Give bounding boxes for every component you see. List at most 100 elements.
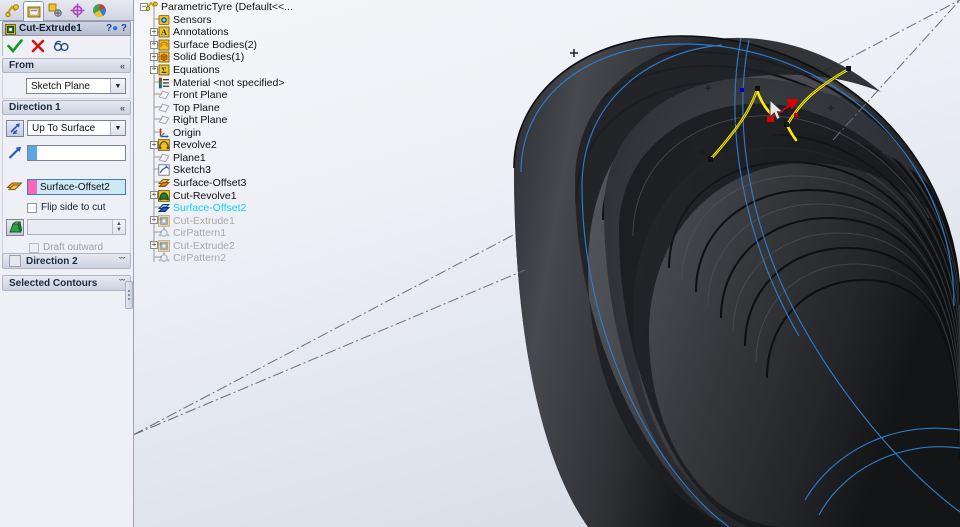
tree-node[interactable]: Top Plane [158,101,220,114]
detailed-preview-button[interactable] [53,39,69,53]
direction2-enable-checkbox[interactable] [9,255,21,267]
tree-node[interactable]: Origin [158,127,201,140]
tree-node[interactable]: Front Plane [158,89,227,102]
tree-node[interactable]: Revolve2 [158,139,217,152]
surface-offset-blue-icon [157,202,171,214]
direction-vector-select[interactable] [27,145,126,161]
draft-outward-checkbox[interactable] [29,242,39,253]
svg-text:A: A [161,27,168,37]
draft-angle-input[interactable]: ▲▼ [27,219,126,235]
chevron-down-icon[interactable]: ▼ [110,79,125,93]
tree-node-label: CirPattern1 [173,227,227,240]
selected-sketch-curve-cores [709,68,850,161]
tree-node[interactable]: Surface-Offset3 [157,176,247,190]
tree-node[interactable]: Sensors [158,14,212,27]
part-icon [145,1,158,13]
plane-icon [158,102,170,114]
tree-node-label: Cut-Extrude2 [173,239,235,252]
group-direction1-header[interactable]: Direction 1 « [2,100,131,115]
face-reference-select[interactable]: Surface-Offset2 [27,179,126,195]
equations-icon: Σ [158,64,170,76]
draft-outward-row[interactable]: Draft outward [29,242,103,253]
tree-node[interactable]: Sketch3 [158,164,211,177]
help-icon[interactable]: ?● ? [105,23,127,34]
tree-expand-icon[interactable]: + [150,140,158,150]
chevron-double-down-icon[interactable]: ˇˇ [119,278,125,288]
tree-expand-icon[interactable]: + [150,240,158,250]
face-plane-reference-icon [6,182,23,190]
plane-icon [158,89,170,101]
tab-configuration-manager[interactable] [45,1,66,20]
tree-icon [5,4,19,18]
tree-node[interactable]: Material <not specified> [158,76,284,89]
tree-node[interactable]: CirPattern1 [158,227,226,240]
chevron-up-icon[interactable]: « [119,103,125,113]
face-reference-color-swatch [28,180,37,194]
tab-property-manager[interactable] [23,1,44,21]
ok-button[interactable] [7,39,23,53]
tree-node[interactable]: Plane1 [158,152,206,165]
tree-node-label: Top Plane [173,101,220,114]
tab-feature-manager[interactable] [2,1,23,20]
tab-display-manager[interactable] [89,1,110,20]
tree-node[interactable]: Cut-Extrude2 [158,239,235,252]
draft-angle-button[interactable] [6,219,24,236]
tree-node-label: Front Plane [173,89,228,102]
tree-node[interactable]: Surface Bodies(2) [158,39,257,52]
tree-node-label: Annotations [173,26,229,39]
group-selected-contours[interactable]: Selected Contours ˇˇ [2,275,131,291]
tree-node[interactable]: Right Plane [158,114,227,127]
mouse-pointer [769,98,784,121]
chevron-down-icon[interactable]: ▼ [110,121,125,135]
tree-expand-icon[interactable]: + [150,215,158,225]
chevron-up-icon[interactable]: « [119,61,125,71]
group-direction2[interactable]: Direction 2 ˇˇ [2,253,131,269]
tree-node[interactable]: Cut-Revolve1 [158,189,237,202]
flip-side-to-cut-row[interactable]: Flip side to cut [27,202,105,213]
face-reference-value: Surface-Offset2 [40,181,110,193]
cancel-button[interactable] [31,39,45,53]
panel-splitter-handle[interactable] [125,281,133,309]
flip-side-to-cut-label: Flip side to cut [41,202,106,213]
surface-offset-icon [157,177,171,189]
group-from-header[interactable]: From « [2,58,131,73]
construction-markers [570,49,578,57]
chevron-double-down-icon[interactable]: ˇˇ [119,256,125,266]
group-direction2-title: Direction 2 [26,255,78,267]
sketch-endpoint [846,66,851,71]
tree-node[interactable]: CirPattern2 [158,252,226,265]
origin-icon [158,127,170,139]
tyre-solid-body [513,35,960,527]
tab-dimxpert-manager[interactable] [67,1,88,20]
flip-side-to-cut-checkbox[interactable] [27,202,37,213]
tree-node[interactable]: Cut-Extrude1 [158,214,235,227]
tree-node[interactable]: Solid Bodies(1) [158,51,244,64]
direction-point [794,113,798,117]
tree-expand-icon[interactable]: + [150,52,158,62]
group-from-title: From [9,60,34,71]
sketch-points [708,66,851,162]
end-condition-combo[interactable]: Up To Surface ▼ [27,120,126,136]
tree-expand-icon[interactable]: + [150,27,158,37]
tree-node[interactable]: A Annotations [158,26,228,39]
from-condition-combo[interactable]: Sketch Plane ▼ [26,78,126,94]
tree-node[interactable]: Surface-Offset2 [157,202,247,215]
property-manager-header: Cut-Extrude1 ?● ? [2,21,131,36]
tree-node-label: Surface-Offset3 [173,176,247,189]
spinner-arrows[interactable]: ▲▼ [112,220,125,234]
tree-node-label: Plane1 [173,151,206,164]
property-manager-icon [27,6,40,17]
tree-expand-icon[interactable]: + [150,190,158,200]
group-from-body: Sketch Plane ▼ [2,73,131,99]
tree-node-label: CirPattern2 [173,252,227,265]
sketch-endpoint [708,157,713,162]
tree-node[interactable]: ParametricTyre (Default<<... [145,1,293,14]
reverse-direction-button[interactable] [6,120,24,137]
tree-expand-icon[interactable]: + [150,40,158,50]
tree-node-label: Surface-Offset2 [173,202,247,215]
graphics-area[interactable] [133,0,960,527]
tree-expand-icon[interactable]: + [150,65,158,75]
